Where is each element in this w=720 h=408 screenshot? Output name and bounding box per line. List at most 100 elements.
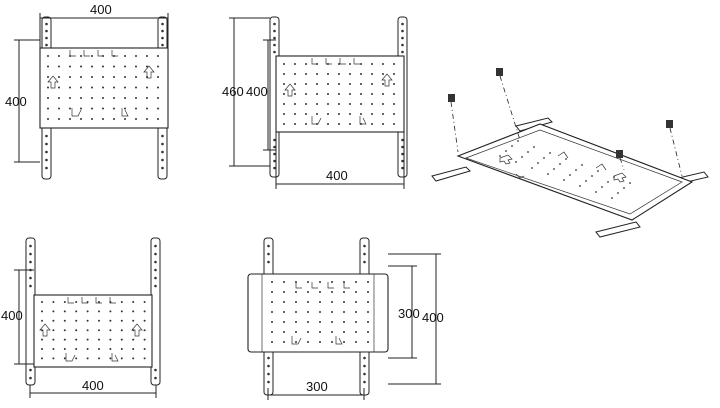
mounting-hole	[316, 113, 318, 115]
mounting-hole	[371, 103, 373, 105]
mounting-hole	[294, 103, 296, 105]
mounting-hole	[360, 83, 362, 85]
rail-hole	[161, 158, 164, 162]
mounting-hole	[52, 310, 55, 313]
mounting-hole	[393, 123, 395, 125]
mounting-hole	[360, 103, 362, 105]
mounting-hole	[343, 291, 345, 293]
rail-hole	[401, 152, 404, 156]
iso-hole	[569, 174, 571, 176]
mounting-hole	[146, 118, 148, 120]
mounting-hole	[63, 329, 66, 332]
rail-hole	[267, 380, 270, 384]
mounting-hole	[102, 118, 104, 120]
mounting-hole	[271, 291, 273, 293]
view-1-top-dim: 400	[90, 2, 112, 17]
mounting-hole	[91, 76, 93, 78]
rail-hole	[273, 145, 276, 149]
iso-hole	[601, 186, 603, 188]
view-1-mount-front: 400 400	[5, 2, 169, 180]
mounting-hole	[102, 65, 104, 68]
mounting-hole	[113, 76, 115, 78]
view-2-mount-front: 460 400 400	[222, 16, 408, 189]
mounting-hole	[132, 310, 135, 313]
mounting-hole	[355, 281, 357, 283]
iso-hole	[581, 164, 583, 166]
mounting-hole	[283, 103, 285, 105]
rail-hole	[161, 29, 164, 33]
iso-hole	[543, 157, 545, 159]
mounting-hole	[80, 118, 82, 120]
rail-hole	[363, 380, 366, 384]
mounting-hole	[331, 281, 333, 283]
view-2-arrow-right	[381, 73, 393, 87]
mounting-hole	[331, 331, 333, 333]
mounting-hole	[124, 86, 126, 89]
mounting-hole	[157, 107, 159, 110]
rail-hole	[267, 372, 270, 376]
mounting-hole	[367, 341, 369, 343]
mounting-hole	[319, 301, 321, 303]
iso-hole	[537, 162, 539, 164]
mounting-hole	[91, 86, 93, 89]
mounting-hole	[382, 113, 384, 115]
view-4-bracket-left	[291, 336, 302, 345]
mounting-hole	[307, 301, 309, 303]
view-1-bracket-right	[121, 108, 129, 117]
mounting-hole	[120, 319, 123, 322]
mounting-hole	[102, 76, 104, 78]
mounting-hole	[98, 329, 100, 332]
mounting-hole	[307, 321, 309, 323]
mounting-hole	[47, 86, 49, 89]
mounting-hole	[157, 65, 159, 68]
mounting-hole	[382, 63, 384, 65]
view-4-bottom-dim: 300	[306, 379, 328, 394]
mounting-hole	[349, 83, 351, 85]
mounting-hole	[393, 63, 395, 65]
iso-bolt-3	[616, 150, 625, 171]
mounting-hole	[86, 329, 89, 332]
rail-hole	[45, 158, 48, 162]
mounting-hole	[360, 73, 362, 75]
mounting-hole	[349, 63, 351, 65]
rail-hole	[161, 43, 164, 47]
mounting-hole	[86, 357, 89, 360]
mounting-hole	[146, 107, 148, 110]
mounting-hole	[393, 93, 395, 95]
mounting-hole	[86, 319, 89, 322]
rail-hole	[401, 145, 404, 149]
mounting-hole	[355, 311, 357, 313]
mounting-hole	[146, 55, 148, 57]
mounting-hole	[132, 319, 135, 322]
rail-hole	[273, 29, 276, 33]
rail-hole	[161, 36, 164, 40]
rail-hole	[273, 36, 276, 40]
mounting-hole	[52, 338, 55, 341]
mounting-hole	[91, 65, 93, 68]
mounting-hole	[120, 310, 123, 313]
view-1-bracket-left	[71, 108, 82, 117]
view-1-arrow-right	[143, 65, 155, 79]
iso-hole	[547, 173, 549, 175]
mounting-hole	[102, 97, 104, 99]
mounting-hole	[319, 321, 321, 323]
mounting-hole	[271, 281, 273, 283]
rail-hole	[401, 166, 404, 170]
mounting-hole	[98, 338, 100, 341]
iso-hole	[623, 187, 625, 189]
iso-hole-pattern	[499, 140, 631, 199]
mounting-hole	[52, 319, 55, 322]
mounting-hole	[319, 341, 321, 343]
iso-arrow-left	[499, 154, 513, 165]
view-2-bracket-right	[359, 116, 367, 125]
iso-arrow-right	[613, 172, 627, 183]
mounting-hole	[63, 319, 66, 322]
rail-hole	[154, 252, 157, 256]
mounting-hole	[80, 107, 82, 110]
mounting-hole	[343, 321, 345, 323]
mounting-hole	[86, 310, 89, 313]
mounting-hole	[283, 83, 285, 85]
mounting-hole	[135, 86, 137, 89]
rail-hole	[161, 134, 164, 138]
